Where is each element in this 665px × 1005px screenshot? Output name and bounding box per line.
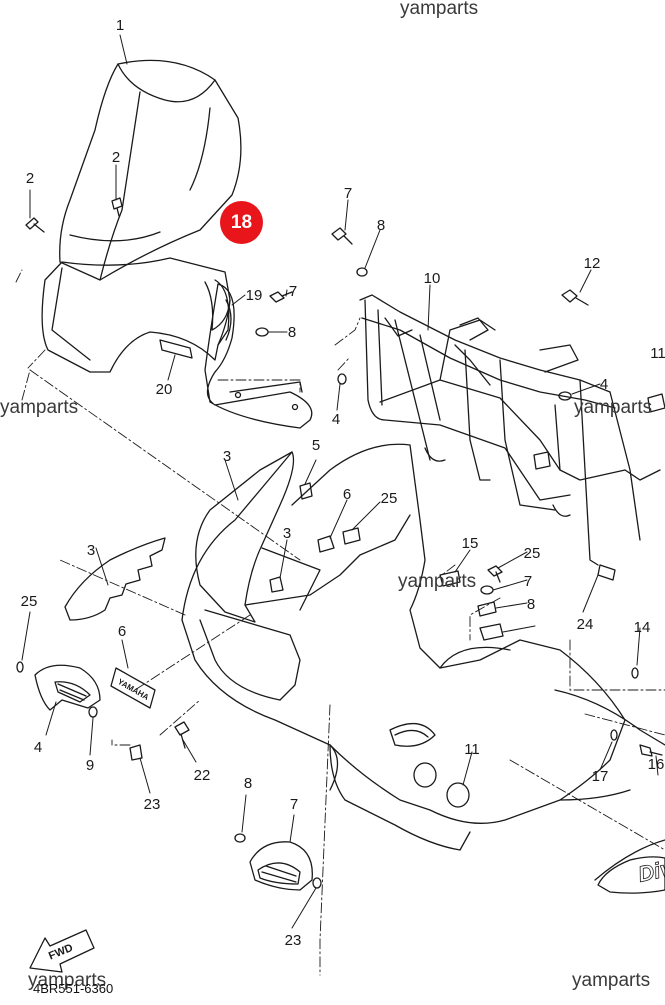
callout-15[interactable]: 15 (462, 535, 479, 552)
callout-8[interactable]: 8 (377, 217, 385, 234)
drawing-code: 4BR551-6360 (33, 981, 114, 996)
part-21-trim[interactable] (249, 841, 313, 891)
part-18-inner-panel[interactable] (204, 283, 313, 429)
callout-14[interactable]: 14 (634, 619, 651, 636)
callout-4[interactable]: 4 (332, 411, 340, 428)
callout-25[interactable]: 25 (21, 593, 38, 610)
watermark-bottom-left: yamparts (28, 970, 107, 991)
callout-5[interactable]: 5 (312, 437, 320, 454)
part-14-emblem[interactable] (110, 667, 156, 709)
callout-4[interactable]: 4 (34, 739, 42, 756)
callout-22[interactable]: 22 (194, 767, 211, 784)
callout-23[interactable]: 23 (144, 796, 161, 813)
callout-3[interactable]: 3 (283, 525, 291, 542)
callout-7[interactable]: 7 (524, 573, 532, 590)
callout-25[interactable]: 25 (381, 490, 398, 507)
callout-16[interactable]: 16 (648, 756, 665, 773)
callout-1[interactable]: 1 (116, 17, 124, 34)
callout-2[interactable]: 2 (26, 170, 34, 187)
callout-12[interactable]: 12 (584, 255, 601, 272)
callout-6[interactable]: 6 (343, 486, 351, 503)
watermark-bottom-right: yamparts (572, 970, 651, 991)
part-15-shield[interactable] (64, 537, 166, 621)
part-22-trim[interactable] (34, 664, 101, 711)
callout-7[interactable]: 7 (290, 796, 298, 813)
callout-17[interactable]: 17 (592, 768, 609, 785)
callout-24[interactable]: 24 (577, 616, 594, 633)
reference-lines (15, 269, 665, 976)
main-cowling-body[interactable] (181, 443, 631, 851)
callout-7[interactable]: 7 (289, 283, 297, 300)
callout-4[interactable]: 4 (600, 376, 608, 393)
watermark-middle: yamparts (398, 571, 477, 592)
callout-8[interactable]: 8 (527, 596, 535, 613)
callout-20[interactable]: 20 (156, 381, 173, 398)
callout-6[interactable]: 6 (118, 623, 126, 640)
callout-8[interactable]: 8 (288, 324, 296, 341)
callout-8[interactable]: 8 (244, 775, 252, 792)
side-cowling-right[interactable] (554, 689, 665, 894)
cowling-stay-frame[interactable] (359, 294, 661, 566)
logo-text: Diver (636, 851, 665, 887)
windscreen[interactable] (59, 59, 242, 281)
callout-9[interactable]: 9 (86, 757, 94, 774)
upper-inner-panel[interactable] (41, 257, 231, 373)
hardware-bolts-washers (16, 197, 665, 889)
callout-23[interactable]: 23 (285, 932, 302, 949)
watermark-left: yamparts (0, 397, 79, 418)
leader-lines (21, 34, 659, 929)
callout-2[interactable]: 2 (112, 149, 120, 166)
watermark-right: yamparts (574, 397, 653, 418)
callout-7[interactable]: 7 (344, 185, 352, 202)
callout-3[interactable]: 3 (87, 542, 95, 559)
watermark-top: yamparts (400, 0, 479, 19)
callout-11[interactable]: 11 (650, 345, 665, 362)
fwd-arrow-icon (29, 929, 95, 973)
callout-25[interactable]: 25 (524, 545, 541, 562)
callout-11[interactable]: 11 (464, 741, 480, 758)
callout-3[interactable]: 3 (223, 448, 231, 465)
callout-10[interactable]: 10 (424, 270, 441, 287)
callout-19[interactable]: 19 (246, 287, 263, 304)
highlighted-part-badge[interactable]: 18 (220, 201, 263, 244)
